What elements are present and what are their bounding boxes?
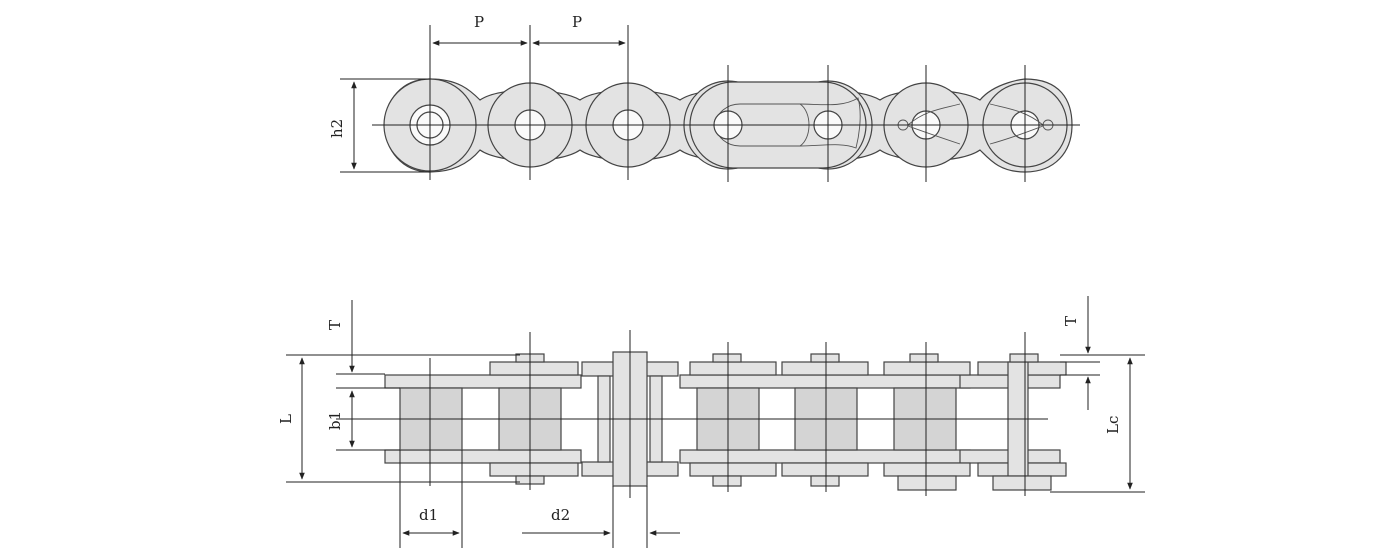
- length-connecting-label: Lc: [1104, 416, 1122, 434]
- plate-thickness-label-right: T: [1062, 316, 1080, 326]
- top-view: L T b1 T Lc d1 d2: [277, 296, 1145, 548]
- plate-height-label: h2: [328, 119, 346, 138]
- pin-diameter-label: d2: [551, 506, 570, 524]
- pitch-label-right: P: [572, 13, 582, 31]
- pitch-label-left: P: [474, 13, 484, 31]
- inner-width-label: b1: [326, 411, 344, 430]
- cotter-pin-icon: [897, 103, 1054, 145]
- side-view: P P h2: [328, 13, 1080, 182]
- roller-diameter-label: d1: [419, 506, 438, 524]
- plate-thickness-label-left: T: [326, 320, 344, 330]
- overall-length-label: L: [277, 414, 295, 424]
